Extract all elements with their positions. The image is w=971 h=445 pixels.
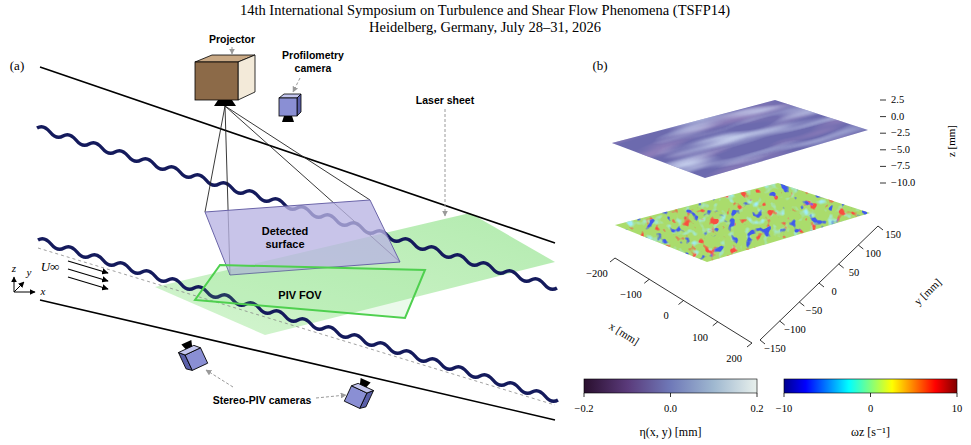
tick-label: −5.0 [891,144,910,157]
tick-label: 0 [663,310,668,323]
tick-label: −10.0 [891,177,915,190]
part-name: Stereo-PIV cameras [212,394,312,407]
vorticity-plane [600,175,880,270]
tick-label: −150 [764,343,786,356]
tick-label: −50 [806,305,822,318]
node-shape [195,265,425,318]
tick-label: 2.5 [891,94,904,107]
panel-letter: (a) [10,58,24,74]
colorbar-vorticity [784,379,957,393]
panel-letter: (b) [592,58,607,74]
tick-label: 100 [865,248,881,261]
tick-label: −200 [586,268,608,281]
tick-label: 50 [849,267,860,280]
axis-name: x [41,285,46,298]
node-outline [205,200,400,275]
colorbar-title: η(x, y) [mm] [640,425,702,439]
camera-symbol [344,376,376,411]
leader-arrow [206,47,445,398]
tick-label: 200 [726,353,742,366]
camera-symbol [176,338,208,373]
tick-label: 150 [885,229,901,242]
page-header: Heidelberg, Germany, July 28–31, 2026 [369,19,601,36]
projection-rays [205,106,400,275]
tick-label: −100 [620,289,642,302]
part-name: Projector [209,33,255,46]
axis-title: x [mm] [607,320,642,349]
colorbar-tick: 0.2 [750,403,763,416]
part-name: Laser sheet [416,94,474,107]
channel-rail [40,300,555,420]
y-axis [760,226,883,344]
colorbar-tick: −10 [776,403,792,416]
colorbar-tick: 0.0 [664,403,677,416]
axis-title: z [mm] [945,125,958,157]
tick-label: −2.5 [891,127,910,140]
axis-name: z [12,262,16,275]
node-shape [205,200,400,275]
projector-symbol [195,55,255,106]
z-axis [880,100,886,183]
flow-arrow [68,261,108,289]
tick-label: −7.5 [891,160,910,173]
colorbar-tick: 0 [868,403,873,416]
axis-triad [14,277,35,292]
node-label: Detected surface [254,225,316,251]
tick-label: 100 [692,332,708,345]
flow-symbol: U∞ [41,259,60,275]
colorbar-ticks [584,393,957,397]
detected-surface: Detected surface [205,200,400,275]
axis-title: y [mm] [912,276,945,308]
tick-label: 0.0 [891,110,904,123]
node-label: PIV FOV [278,289,321,302]
colorbar-tick: 10 [952,403,963,416]
tick-label: −100 [784,324,806,337]
camera-symbol [279,94,301,122]
colorbar-eta [584,379,757,393]
axis-name: y [27,266,32,279]
tick-label: 0 [831,286,836,299]
colorbar-title: ωz [s⁻¹] [851,425,890,439]
part-name: Profilometry camera [273,49,353,74]
mean-surface-line [38,248,555,405]
piv-field-of-view: PIV FOV [195,265,425,318]
page-header: 14th International Symposium on Turbulen… [240,2,730,19]
colorbar-tick: −0.2 [574,403,593,416]
